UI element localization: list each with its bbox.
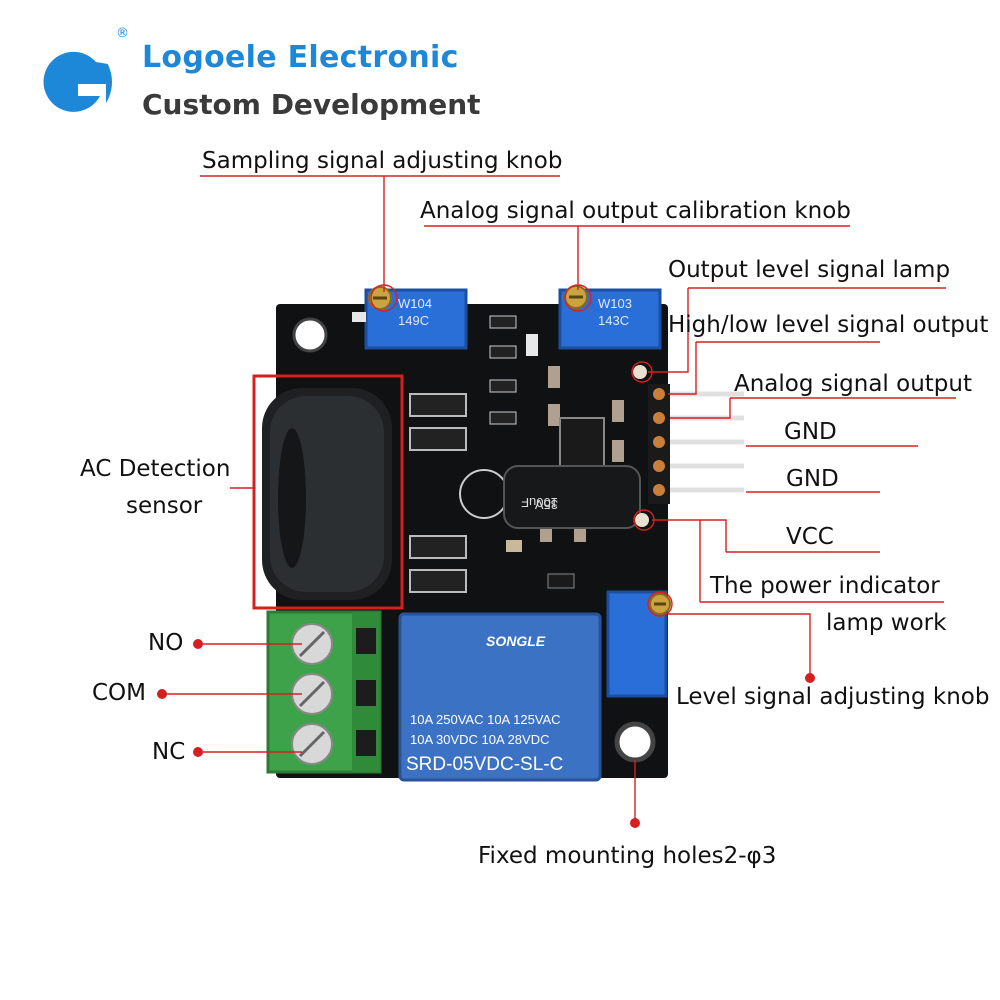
label-analog-output: Analog signal output — [734, 371, 972, 397]
label-high-low-output: High/low level signal output — [668, 312, 989, 338]
svg-text:149C: 149C — [398, 313, 429, 328]
label-analog-calibration-knob: Analog signal output calibration knob — [420, 198, 851, 224]
svg-text:143C: 143C — [598, 313, 629, 328]
label-level-knob: Level signal adjusting knob — [676, 684, 990, 710]
label-com: COM — [92, 680, 147, 706]
svg-text:SONGLE: SONGLE — [486, 633, 546, 649]
capacitor: 100uF 35V — [459, 465, 641, 529]
label-power-indicator-2: lamp work — [826, 610, 947, 636]
svg-text:SRD-05VDC-SL-C: SRD-05VDC-SL-C — [406, 754, 563, 775]
label-gnd-1: GND — [784, 419, 837, 445]
label-ac-sensor-2: sensor — [126, 493, 203, 519]
label-output-level-lamp: Output level signal lamp — [668, 257, 951, 283]
label-no: NO — [148, 630, 184, 656]
svg-text:10A 30VDC 10A 28VDC: 10A 30VDC 10A 28VDC — [410, 732, 549, 747]
svg-text:100uF: 100uF — [521, 495, 558, 510]
label-nc: NC — [152, 739, 186, 765]
brand-tagline: Custom Development — [142, 88, 481, 121]
label-sampling-knob: Sampling signal adjusting knob — [202, 148, 563, 174]
registered-mark: ® — [116, 26, 129, 41]
brand-name: Logoele Electronic — [142, 40, 459, 75]
label-vcc: VCC — [786, 524, 834, 550]
relay: SONGLE 10A 250VAC 10A 125VAC 10A 30VDC 1… — [398, 612, 602, 782]
terminal-block — [266, 610, 382, 774]
label-mounting-holes: Fixed mounting holes2-φ3 — [478, 843, 777, 869]
svg-text:W103: W103 — [598, 296, 632, 311]
svg-text:35V: 35V — [535, 497, 558, 512]
power-led — [635, 513, 649, 527]
pot-left: W104 149C — [364, 286, 468, 350]
label-ac-sensor-1: AC Detection — [80, 456, 231, 482]
svg-text:W104: W104 — [398, 296, 432, 311]
mounting-hole-top — [292, 317, 328, 353]
ic-chip — [559, 417, 605, 467]
label-gnd-2: GND — [786, 466, 839, 492]
output-led — [633, 365, 647, 379]
label-power-indicator-1: The power indicator — [710, 573, 940, 599]
mounting-hole-bottom — [614, 721, 656, 763]
pot-level — [606, 590, 671, 698]
svg-text:10A 250VAC 10A 125VAC: 10A 250VAC 10A 125VAC — [410, 712, 561, 727]
pot-right: W103 143C — [558, 285, 662, 350]
